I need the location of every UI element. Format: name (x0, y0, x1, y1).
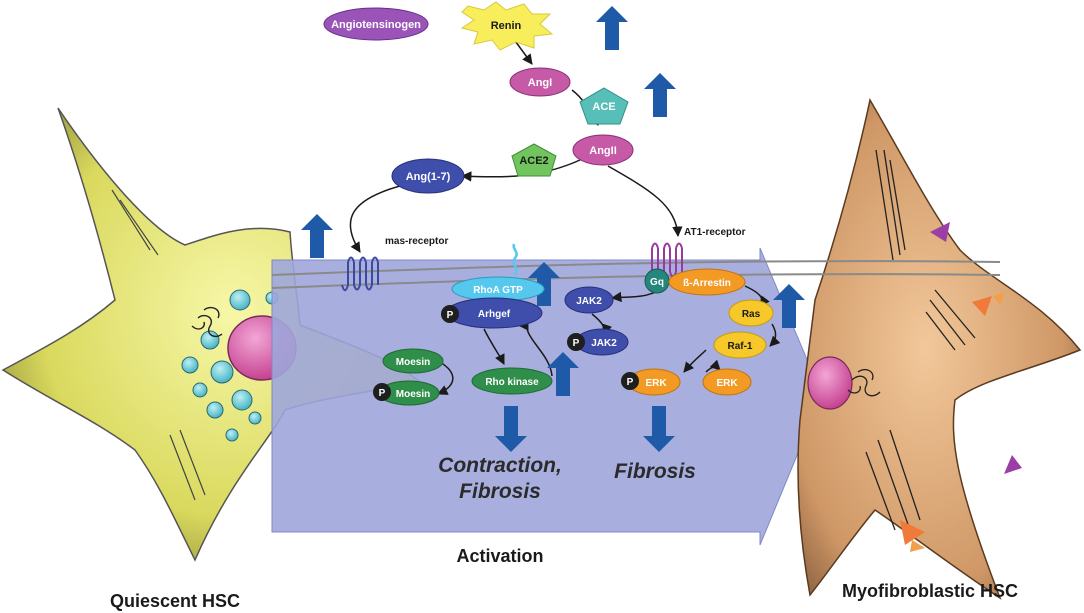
at1-receptor-label: AT1-receptor (684, 227, 746, 238)
jak2-phospho-label: P (573, 338, 580, 349)
p-jak2-label: JAK2 (591, 338, 617, 349)
activation-arrow (271, 247, 823, 546)
quiescent-hsc-label: Quiescent HSC (110, 591, 240, 611)
myofibroblastic-hsc-cell (797, 97, 1082, 600)
renin-label: Renin (491, 20, 522, 32)
up-arrow-rho-kinase (547, 352, 579, 396)
mas-receptor-shape (341, 256, 379, 292)
angi-label: AngI (528, 77, 552, 89)
jak2-phospho-badge (567, 333, 585, 351)
ace2-label: ACE2 (519, 155, 548, 167)
node-arhgef: Arhgef P (441, 297, 543, 329)
myofibroblast-golgi (847, 368, 881, 397)
quiescent-golgi (191, 306, 223, 338)
erk-label: ERK (716, 378, 738, 389)
outcome-contraction-line2: Fibrosis (459, 480, 541, 503)
node-ace2: ACE2 (511, 143, 557, 177)
outcome-contraction-line1: Contraction, (438, 454, 562, 477)
up-arrow-renin (596, 6, 628, 50)
p-moesin-label: Moesin (396, 389, 430, 400)
plasma-membrane (271, 260, 1001, 289)
up-arrow-ace (644, 73, 676, 117)
moesin-label: Moesin (396, 357, 430, 368)
up-arrow-rhoa (528, 262, 560, 306)
angiotensinogen-label: Angiotensinogen (331, 19, 421, 31)
rhoa-anchor (512, 243, 518, 276)
node-moesin: Moesin (382, 348, 444, 374)
node-angiotensinogen: Angiotensinogen (323, 7, 429, 41)
angii-label: AngII (589, 145, 617, 157)
up-arrow-ras (773, 284, 805, 328)
arrow-angii-to-at1 (607, 165, 683, 238)
myofibroblastic-hsc-label: Myofibroblastic HSC (842, 581, 1018, 601)
myofibroblast-stress-fibers (865, 149, 976, 531)
gq-label: Gq (650, 277, 664, 288)
node-p-erk: ERK P (621, 368, 681, 396)
jak2-label: JAK2 (576, 296, 602, 307)
arrow-arhgef-to-rhokinase (483, 328, 505, 365)
node-angii: AngII (572, 134, 634, 166)
node-angi: AngI (509, 67, 571, 97)
node-jak2: JAK2 (564, 286, 614, 314)
node-raf1: Raf-1 (713, 331, 767, 359)
quiescent-filaments (111, 189, 206, 501)
down-arrow-contraction (495, 406, 527, 452)
down-arrow-fibrosis (643, 406, 675, 452)
blue-arrows (301, 6, 805, 452)
mas-receptor-label: mas-receptor (385, 236, 448, 247)
outcome-fibrosis: Fibrosis (614, 460, 696, 483)
erk-phospho-badge (621, 372, 639, 390)
arrow-ras-to-raf1 (769, 323, 781, 347)
ang17-label: Ang(1-7) (406, 171, 451, 183)
rho-kinase-label: Rho kinase (485, 377, 539, 388)
node-renin: Renin (460, 1, 554, 51)
node-ras: Ras (728, 299, 774, 327)
node-gq: Gq (644, 268, 670, 294)
moesin-phospho-badge (373, 383, 391, 401)
moesin-phospho-label: P (379, 388, 386, 399)
node-rhoa-gtp: RhoA GTP (451, 276, 545, 302)
extracellular-matrix (900, 222, 1022, 552)
arhgef-phospho-badge (441, 305, 459, 323)
p-erk-label: ERK (645, 378, 667, 389)
ace-label: ACE (592, 101, 615, 113)
up-arrow-mas (301, 214, 333, 258)
node-b-arrestin: ß-Arrestin (668, 268, 746, 296)
arrow-rhokinase-to-arhgef (519, 319, 553, 377)
node-ace: ACE (579, 87, 629, 125)
node-p-jak2: JAK2 P (567, 328, 629, 356)
raf1-label: Raf-1 (727, 341, 752, 352)
node-ang17: Ang(1-7) (391, 158, 465, 194)
arrow-raf1-to-erk (683, 349, 707, 373)
rhoa-gtp-label: RhoA GTP (473, 285, 523, 296)
activation-label: Activation (456, 546, 543, 566)
myofibroblast-nucleus (807, 356, 853, 410)
node-p-moesin: Moesin P (373, 380, 440, 406)
arhgef-label: Arhgef (478, 309, 511, 320)
b-arrestin-label: ß-Arrestin (683, 278, 731, 289)
node-erk: ERK (702, 368, 752, 396)
ras-label: Ras (742, 309, 761, 320)
arrow-erk-cycle (705, 359, 721, 373)
arhgef-phospho-label: P (447, 310, 454, 321)
arrow-ang17-to-mas (349, 185, 401, 253)
erk-phospho-label: P (627, 377, 634, 388)
node-rho-kinase: Rho kinase (471, 367, 553, 395)
